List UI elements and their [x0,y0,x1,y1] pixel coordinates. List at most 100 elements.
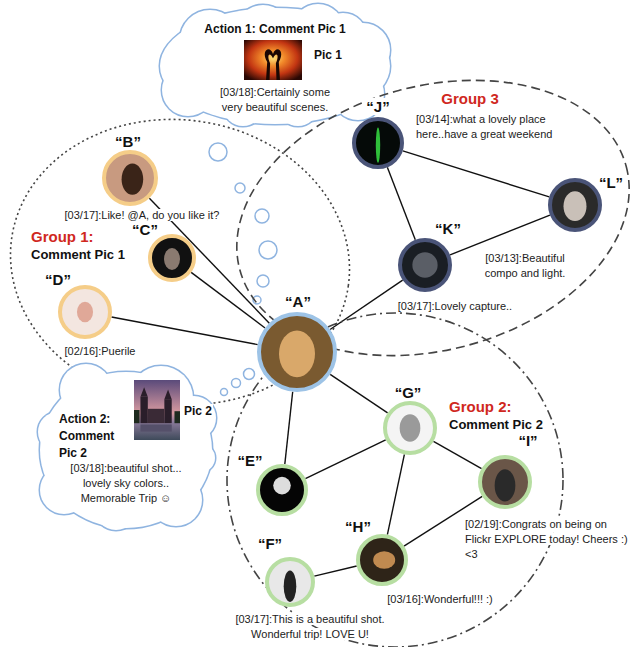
avatar-ring [60,287,110,337]
avatar-ring [358,536,406,584]
user-name: “C” [131,221,159,238]
photo-hands [265,49,281,80]
user-name: “F” [257,535,283,552]
cloud-lobe [180,10,240,70]
user-node: “K”[03/17]:Lovely capture.. [398,238,452,292]
friend-link [314,566,356,576]
thought-bubble [209,143,227,161]
friend-link [285,392,293,464]
cloud-lobe [60,364,112,416]
user-name: “G” [394,384,423,401]
comment-text: [03/14]:what a lovely place here..have a… [415,113,553,140]
comment-text: [03/17]:Lovely capture.. [397,300,513,312]
avatar-photo [122,164,144,195]
avatar-ring [400,240,450,290]
cloud-lobe [187,444,215,472]
user-name: “E” [236,452,263,469]
avatar-ring [385,403,435,453]
friend-link [387,454,404,534]
thought-bubble [235,183,245,193]
text-slot: “E” [230,452,270,469]
group-title: Group 2: [448,398,513,415]
group-action: Comment Pic 2 [448,417,544,432]
thought-bubble [232,379,241,388]
user-name: “J” [365,98,390,115]
friend-link [433,441,481,468]
user-node: “B”[03/17]:Like! @A, do you like it? [102,150,158,206]
avatar [548,178,602,232]
user-node: “G” [383,401,437,455]
comment-text: [03/17]:Like! @A, do you like it? [64,209,221,221]
thought-cloud: Action 1: Comment Pic 1 Pic 1 [03/18]:Cert… [158,2,392,126]
text-slot: “C” [125,221,165,238]
comment-text: [02/16]:Puerile [64,345,137,357]
text-slot: “A” [278,293,318,310]
comment-text: [03/16]:Wonderful!!! :) [386,593,494,605]
group-outline [206,39,633,398]
photo-roof [164,390,171,400]
text-slot: [03/18]:beautiful shot... lovely sky col… [56,460,196,505]
avatar-photo [284,570,297,602]
user-node: “L”[03/13]:Beautiful compo and light. [548,178,602,232]
avatar-ring [259,314,335,390]
text-slot: “F” [250,535,290,552]
avatar-photo [564,191,587,221]
thought-bubble [221,389,228,396]
text-slot: “H” [338,518,378,535]
photo [244,40,302,80]
text-slot: [02/16]:Puerile [40,343,160,358]
action-title: Action 1: Comment Pic 1 [203,22,346,36]
avatar [356,534,408,586]
avatar [256,464,308,516]
photo [134,380,180,440]
text-slot: “L” [596,174,626,191]
text-slot: “B” [108,133,148,150]
avatar [383,401,437,455]
comment-text: [03/18]:Certainly some very beautiful sc… [219,86,331,113]
text-slot: [03/17]:This is a beautiful shot. Wonder… [215,611,405,641]
avatar-ring [104,152,156,204]
text-slot: [03/17]:Lovely capture.. [380,298,530,313]
avatar [58,285,112,339]
cloud-lobe [180,10,240,70]
user-node: “E” [256,464,308,516]
friend-link [330,280,403,329]
cloud-lobe [187,444,215,472]
group-title: Group 1: [30,228,95,245]
user-name: “I” [517,432,538,449]
text-slot: “J” [358,98,398,115]
user-node: “C” [148,234,196,282]
text-slot: Action 2: Comment Pic 2 [58,410,124,461]
avatar-ring [354,119,402,167]
thought-bubble [257,275,269,287]
thought-bubble [259,241,277,259]
photo-sky [244,40,302,80]
group-outline [227,313,563,647]
thought-bubble [244,369,255,380]
user-node: “A” [257,312,337,392]
avatar [478,455,532,509]
avatar [398,238,452,292]
photo-castle [134,410,140,423]
photo-roof [140,387,147,397]
avatar-photo [279,330,315,377]
photo-castle [148,409,165,423]
text-slot: [02/19]:Congrats on being on Flickr EXPL… [464,516,629,561]
avatar-photo [495,469,516,501]
friend-link [330,374,387,413]
action-title: Action 2: Comment Pic 2 [58,412,115,460]
avatar [265,557,315,607]
user-node: “D”[02/16]:Puerile [58,285,112,339]
user-name: “L” [598,174,624,191]
text-slot: Comment Pic 1 [30,246,150,262]
user-name: “B” [114,133,142,150]
avatar-ring [550,180,600,230]
avatar-photo [273,477,291,495]
text-slot: Pic 1 [306,46,350,63]
comment-text: [03/13]:Beautiful compo and light. [484,252,567,279]
cloud-shape [160,4,390,126]
cloud-lobe [162,64,214,116]
text-slot: [03/13]:Beautiful compo and light. [470,250,580,280]
